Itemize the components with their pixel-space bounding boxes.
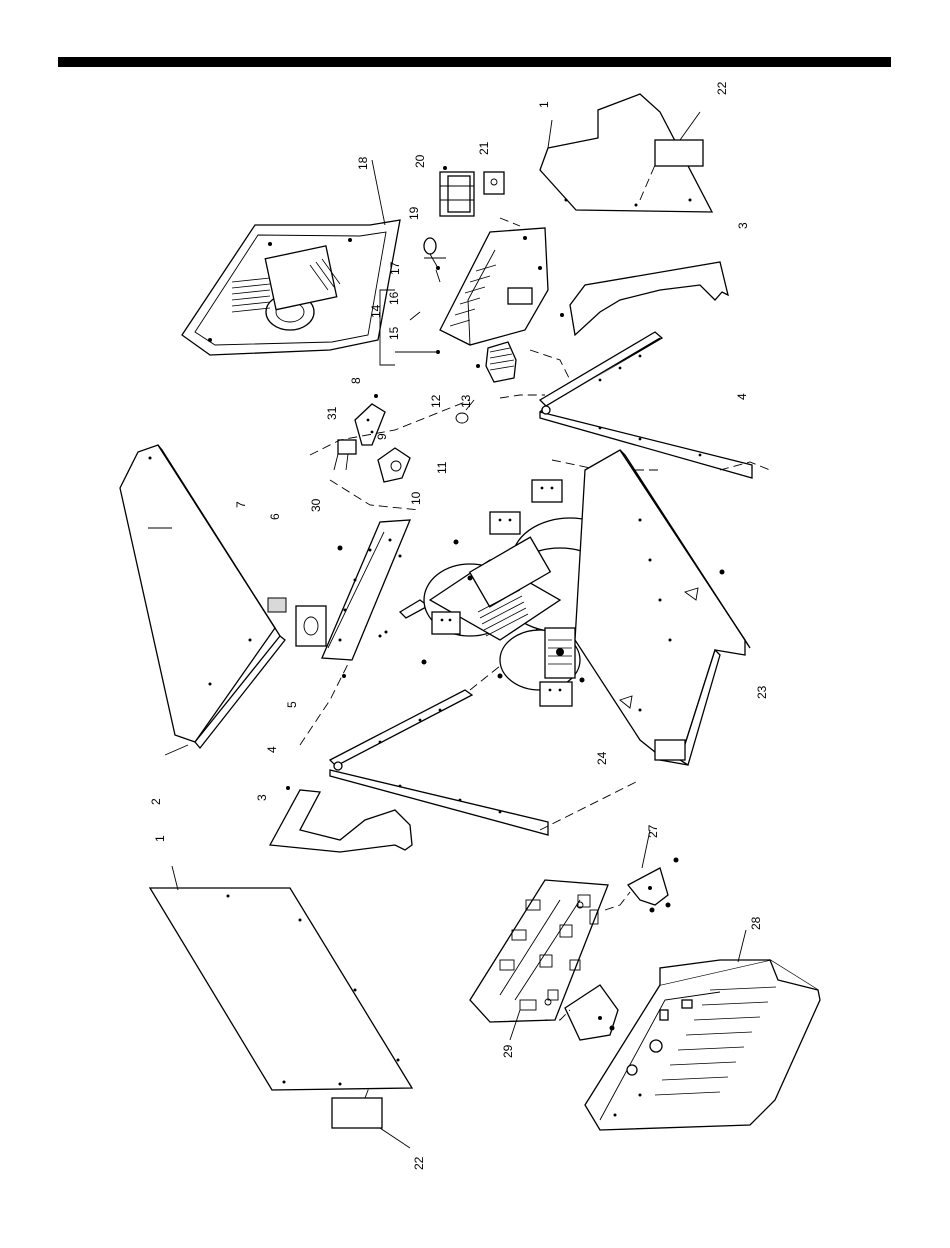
front-panel [585, 930, 820, 1130]
callout-4b: 4 [265, 746, 279, 753]
side-bracket-lower [270, 786, 412, 852]
mounting-bracket-5 [322, 520, 410, 678]
callout-5: 5 [285, 701, 299, 708]
callout-17: 17 [388, 261, 402, 275]
callout-29: 29 [501, 1044, 515, 1058]
component-13 [476, 342, 516, 382]
callout-4a: 4 [735, 393, 749, 400]
rail-lower [330, 690, 548, 835]
callout-9: 9 [375, 433, 389, 440]
side-bracket-upper [560, 262, 728, 335]
callout-31: 31 [325, 406, 339, 420]
base-chassis [575, 450, 750, 765]
callout-14: 14 [369, 304, 383, 318]
callout-10: 10 [409, 491, 423, 505]
board-bracket-27 [605, 830, 679, 913]
rail-upper [540, 332, 752, 478]
callout-22b: 22 [412, 1156, 426, 1170]
plate-7 [268, 598, 286, 612]
callout-15: 15 [387, 326, 401, 340]
callout-13: 13 [459, 394, 473, 408]
callout-16: 16 [387, 291, 401, 305]
callout-23: 23 [755, 685, 769, 699]
fasteners-17 [436, 266, 440, 282]
callout-6: 6 [268, 513, 282, 520]
bushing-plate-6 [296, 606, 326, 646]
callout-8: 8 [349, 377, 363, 384]
rear-panel-fan-assembly [182, 160, 400, 355]
terminal-block-20 [440, 166, 474, 216]
callout-30: 30 [309, 498, 323, 512]
callout-20: 20 [413, 154, 427, 168]
top-cover [120, 445, 285, 755]
callout-18: 18 [356, 156, 370, 170]
side-panel-left [150, 866, 412, 1090]
callout-1a: 1 [537, 101, 551, 108]
callout-2: 2 [149, 798, 163, 805]
control-box [440, 218, 548, 345]
callout-27: 27 [646, 824, 660, 838]
callout-24: 24 [595, 751, 609, 765]
callout-7: 7 [234, 501, 248, 508]
label-plate-left [332, 1085, 410, 1148]
part-9 [378, 448, 410, 482]
switch-19 [424, 238, 446, 268]
relay-21 [484, 172, 504, 194]
callout-21: 21 [477, 141, 491, 155]
sensor-31 [334, 440, 356, 470]
callout-3a: 3 [736, 222, 750, 229]
callout-19: 19 [407, 206, 421, 220]
screw-30 [338, 546, 343, 551]
callout-28: 28 [749, 916, 763, 930]
callout-22a: 22 [715, 81, 729, 95]
strap-10 [379, 600, 429, 638]
callout-11: 11 [435, 461, 449, 474]
callout-12: 12 [429, 394, 443, 408]
callout-3b: 3 [255, 794, 269, 801]
callout-1b: 1 [153, 835, 167, 842]
